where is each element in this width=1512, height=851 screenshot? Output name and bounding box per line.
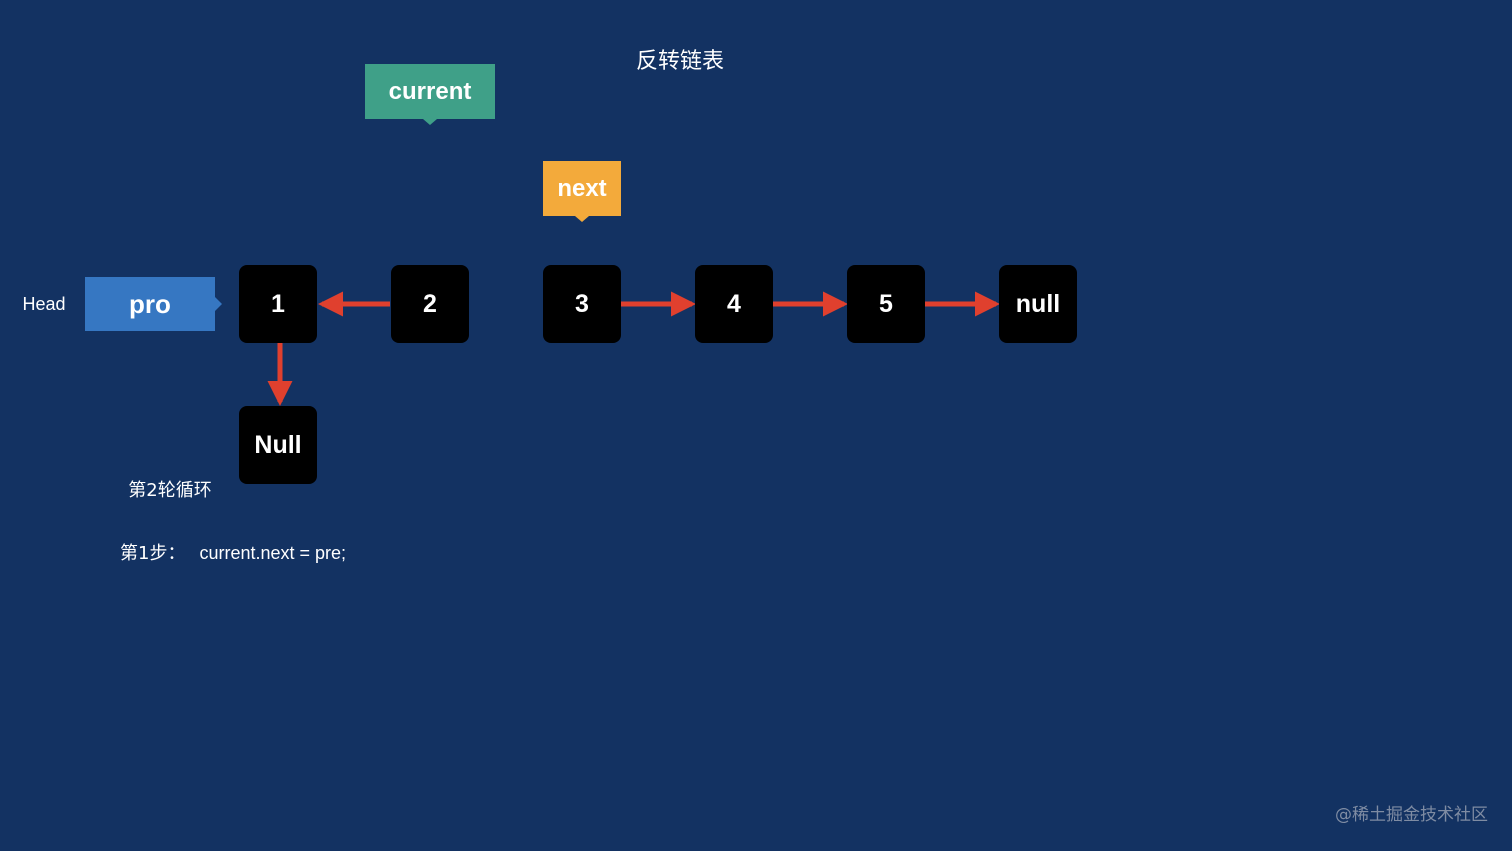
watermark: @稀土掘金技术社区 [1335, 805, 1488, 825]
list-node-3: 3 [543, 265, 621, 343]
diagram-title: 反转链表 [635, 49, 724, 74]
list-node-5: 5 [847, 265, 925, 343]
list-node-1: 1 [239, 265, 317, 343]
list-node-4: 4 [695, 265, 773, 343]
pro-pointer-label: pro [85, 277, 222, 331]
list-node-2: 2 [391, 265, 469, 343]
step-label: 第1步： [120, 543, 186, 564]
step-description: 第1步： current.next = pre; [120, 540, 346, 567]
head-label: Head [22, 294, 66, 314]
next-pointer-label: next [543, 161, 621, 222]
list-node-null: null [999, 265, 1077, 343]
round-label: 第2轮循环 [128, 480, 212, 501]
null-node: Null [239, 406, 317, 484]
step-code: current.next = pre; [199, 543, 347, 563]
current-pointer-label: current [365, 64, 495, 125]
